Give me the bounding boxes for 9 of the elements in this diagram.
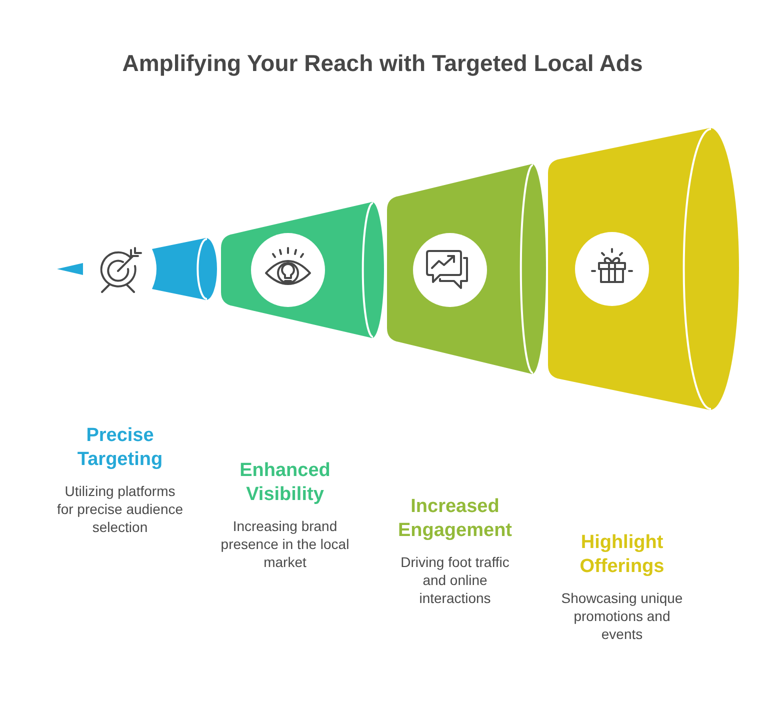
step-heading: Precise Targeting <box>76 424 164 472</box>
step-description: Increasing brand presence in the local market <box>220 517 350 571</box>
step-description: Driving foot traffic and online interactions <box>400 553 510 607</box>
step-description: Utilizing platforms for precise audience selection <box>56 482 184 536</box>
diagram-title: Amplifying Your Reach with Targeted Local Ads <box>121 49 644 78</box>
step-heading: Highlight Offerings <box>578 531 666 579</box>
step-heading: Increased Engagement <box>396 495 514 543</box>
step-heading: Enhanced Visibility <box>238 459 332 507</box>
step-description: Showcasing unique promotions and events <box>560 589 684 643</box>
